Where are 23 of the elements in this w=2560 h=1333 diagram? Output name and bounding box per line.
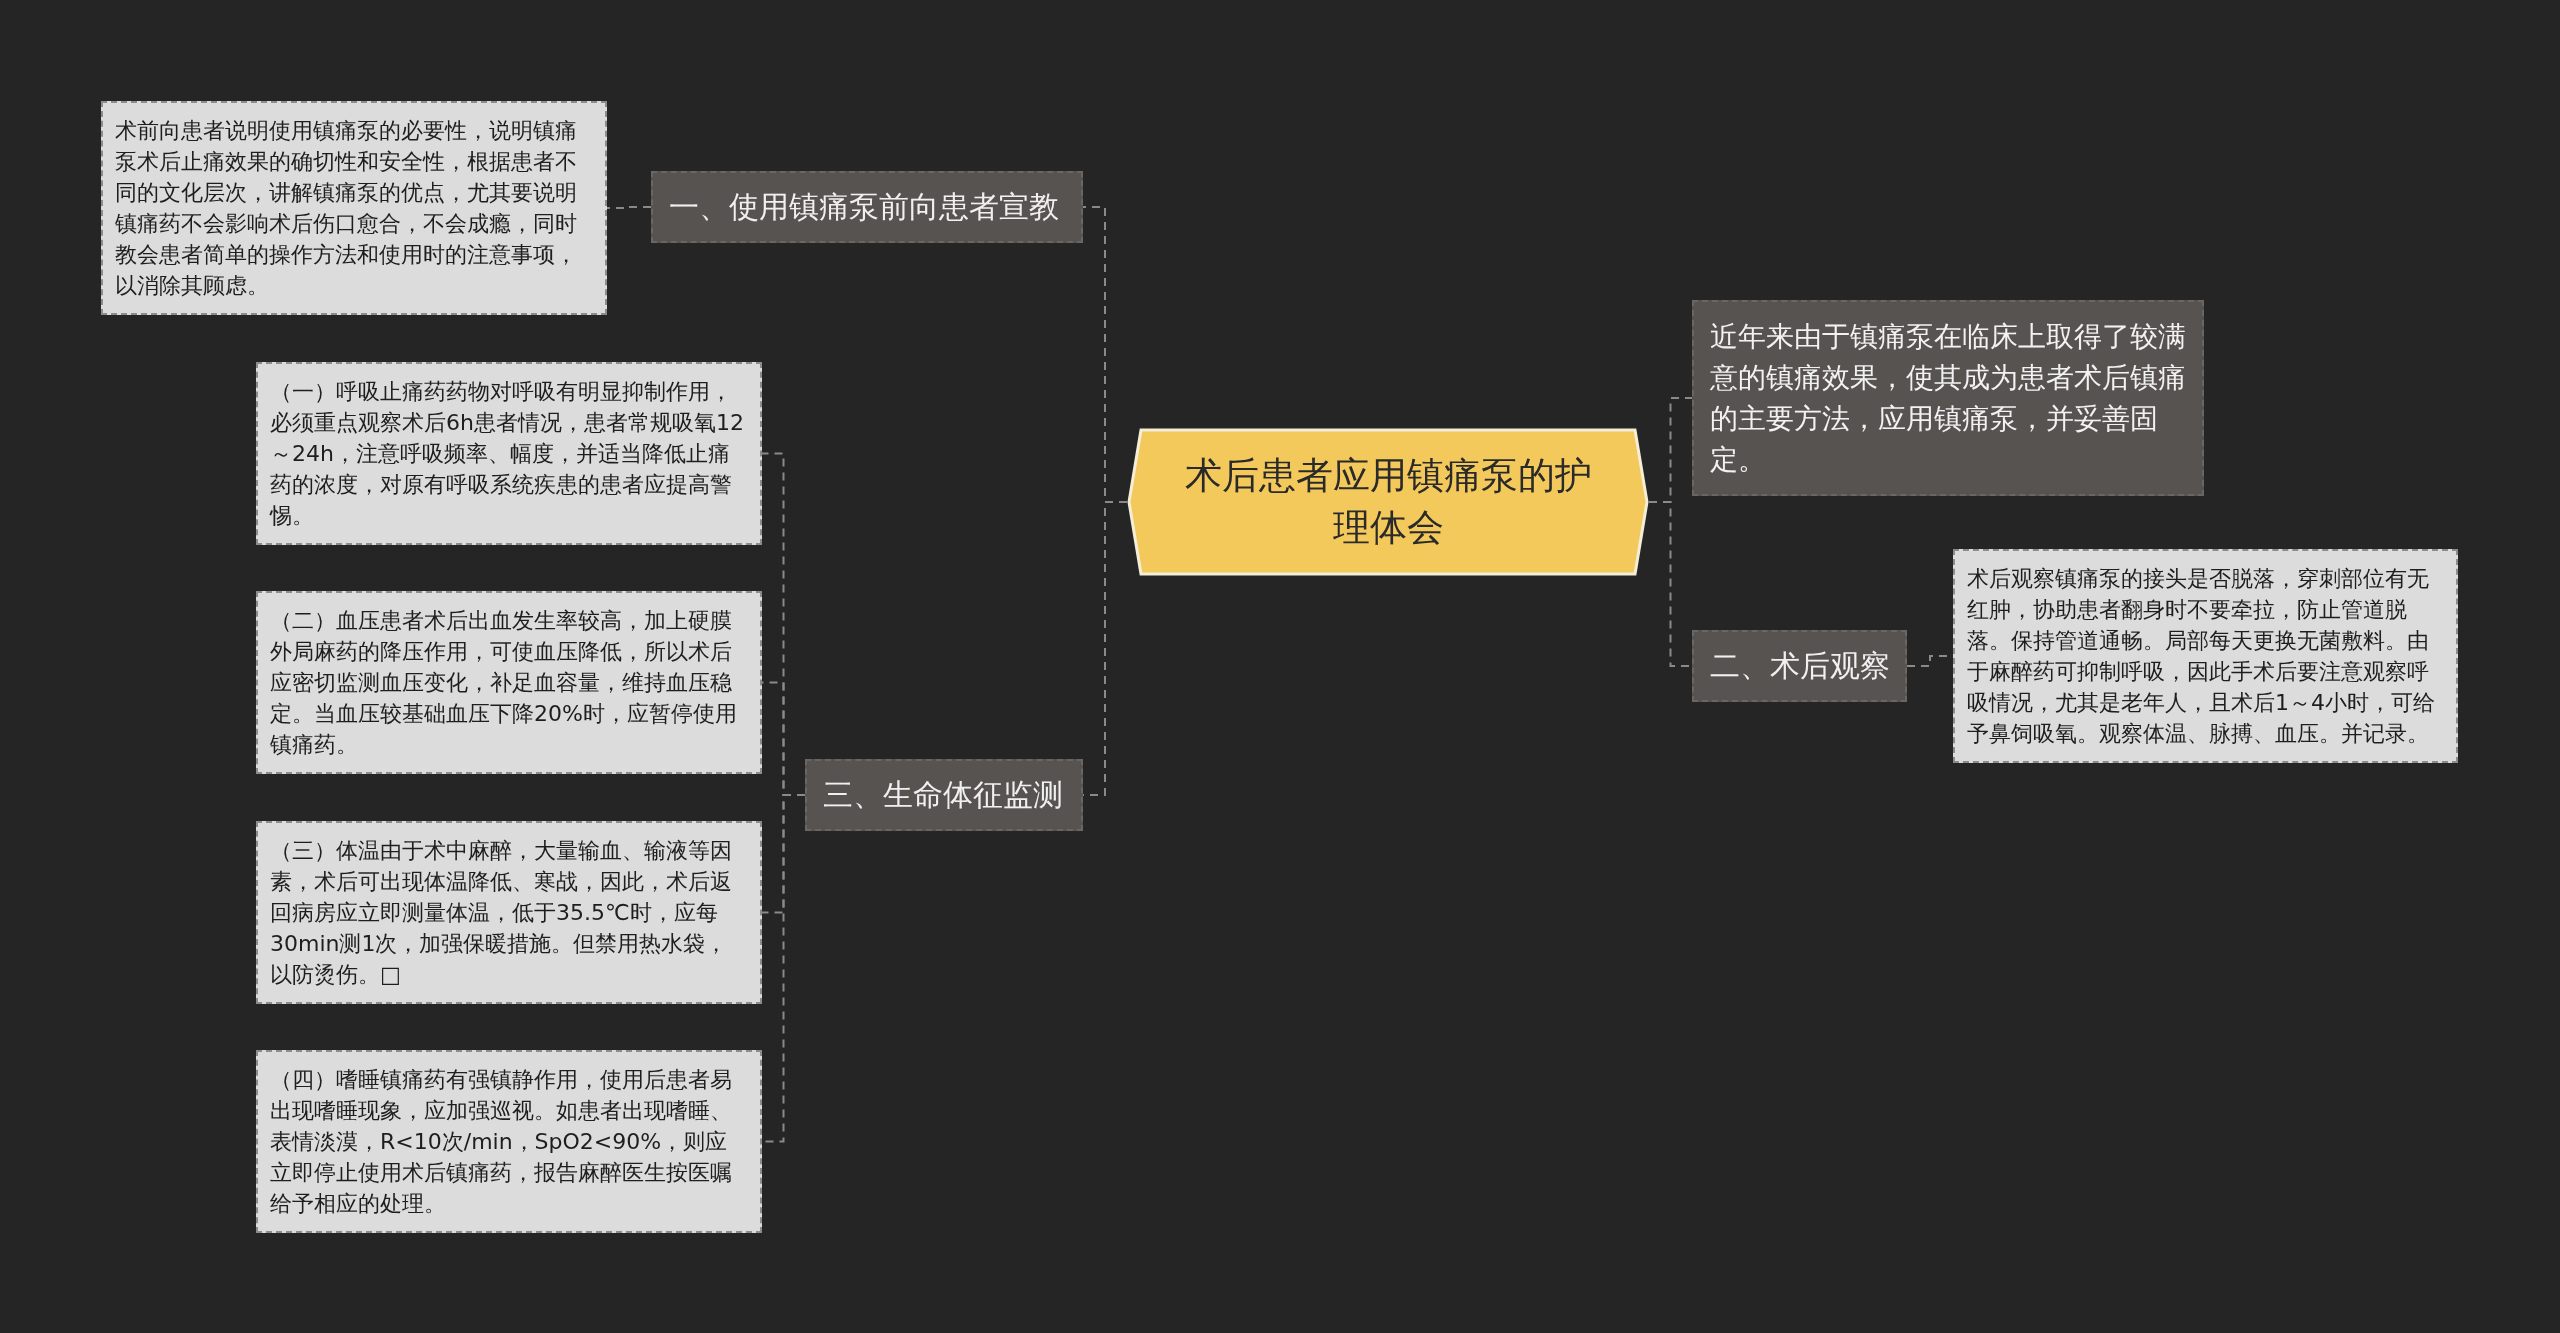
detail-card <box>256 591 762 774</box>
branch-topic <box>651 171 1083 243</box>
topic-text: （一）呼吸止痛药药物对呼吸有明显抑制作用，必须重点观察术后6h患者情况，患者常规吸氧12～24h，注意呼吸频率、幅度，并适当降低止痛药的浓度，对原有呼吸系统疾患的患者应提高警惕。 <box>270 378 745 530</box>
topic-text: 术后观察镇痛泵的接头是否脱落，穿刺部位有无红肿，协助患者翻身时不要牵拉，防止管道脱落。保持管道通畅。局部每天更换无菌敷料。由于麻醉药可抑制呼吸，因此手术后要注意观察呼吸情况，尤其是老年人，且术后1～4小时，可给予鼻饲吸氧。观察体温、脉搏、血压。并记录。 <box>1967 565 2436 748</box>
topic-text: 三、生命体征监测 <box>823 776 1064 814</box>
branch-topic <box>805 759 1083 831</box>
topic-text: （二）血压患者术后出血发生率较高，加上硬膜外局麻药的降压作用，可使血压降低，所以术后应密切监测血压变化，补足血容量，维持血压稳定。当血压较基础血压下降20%时，应暂停使用镇痛药。 <box>270 607 738 759</box>
topic-text: 二、术后观察 <box>1710 647 1889 685</box>
branch-topic <box>1692 630 1907 702</box>
topic-text: 近年来由于镇痛泵在临床上取得了较满意的镇痛效果，使其成为患者术后镇痛的主要方法，应用镇痛泵，并妥善固定。 <box>1710 319 2186 478</box>
detail-card <box>256 1050 762 1233</box>
connector-line <box>606 206 652 209</box>
topic-text: 一、使用镇痛泵前向患者宣教 <box>669 188 1060 226</box>
detail-card <box>256 821 762 1004</box>
detail-card <box>256 362 762 545</box>
note-card <box>1692 300 2204 496</box>
topic-text: （四）嗜睡镇痛药有强镇静作用，使用后患者易出现嗜睡现象，应加强巡视。如患者出现嗜睡、表情淡漠，R<10次/min，SpO2<90%，则应立即停止使用术后镇痛药，报告麻醉医生按医嘱给予相应的处理。 <box>270 1066 733 1218</box>
central-topic <box>1127 428 1649 576</box>
topic-text: （三）体温由于术中麻醉，大量输血、输液等因素，术后可出现体温降低、寒战，因此，术后返回病房应立即测量体温，低于35.5℃时，应每30min测1次，加强保暖措施。但禁用热水袋，以防烫伤。□ <box>270 837 733 989</box>
topic-text: 术后患者应用镇痛泵的护理体会 <box>1183 453 1593 551</box>
detail-card <box>1953 549 2458 763</box>
topic-text: 术前向患者说明使用镇痛泵的必要性，说明镇痛泵术后止痛效果的确切性和安全性，根据患者不同的文化层次，讲解镇痛泵的优点，尤其要说明镇痛药不会影响术后伤口愈合，不会成瘾，同时教会患者简单的操作方法和使用时的注意事项，以消除其顾虑。 <box>115 117 578 300</box>
detail-card <box>101 101 607 315</box>
